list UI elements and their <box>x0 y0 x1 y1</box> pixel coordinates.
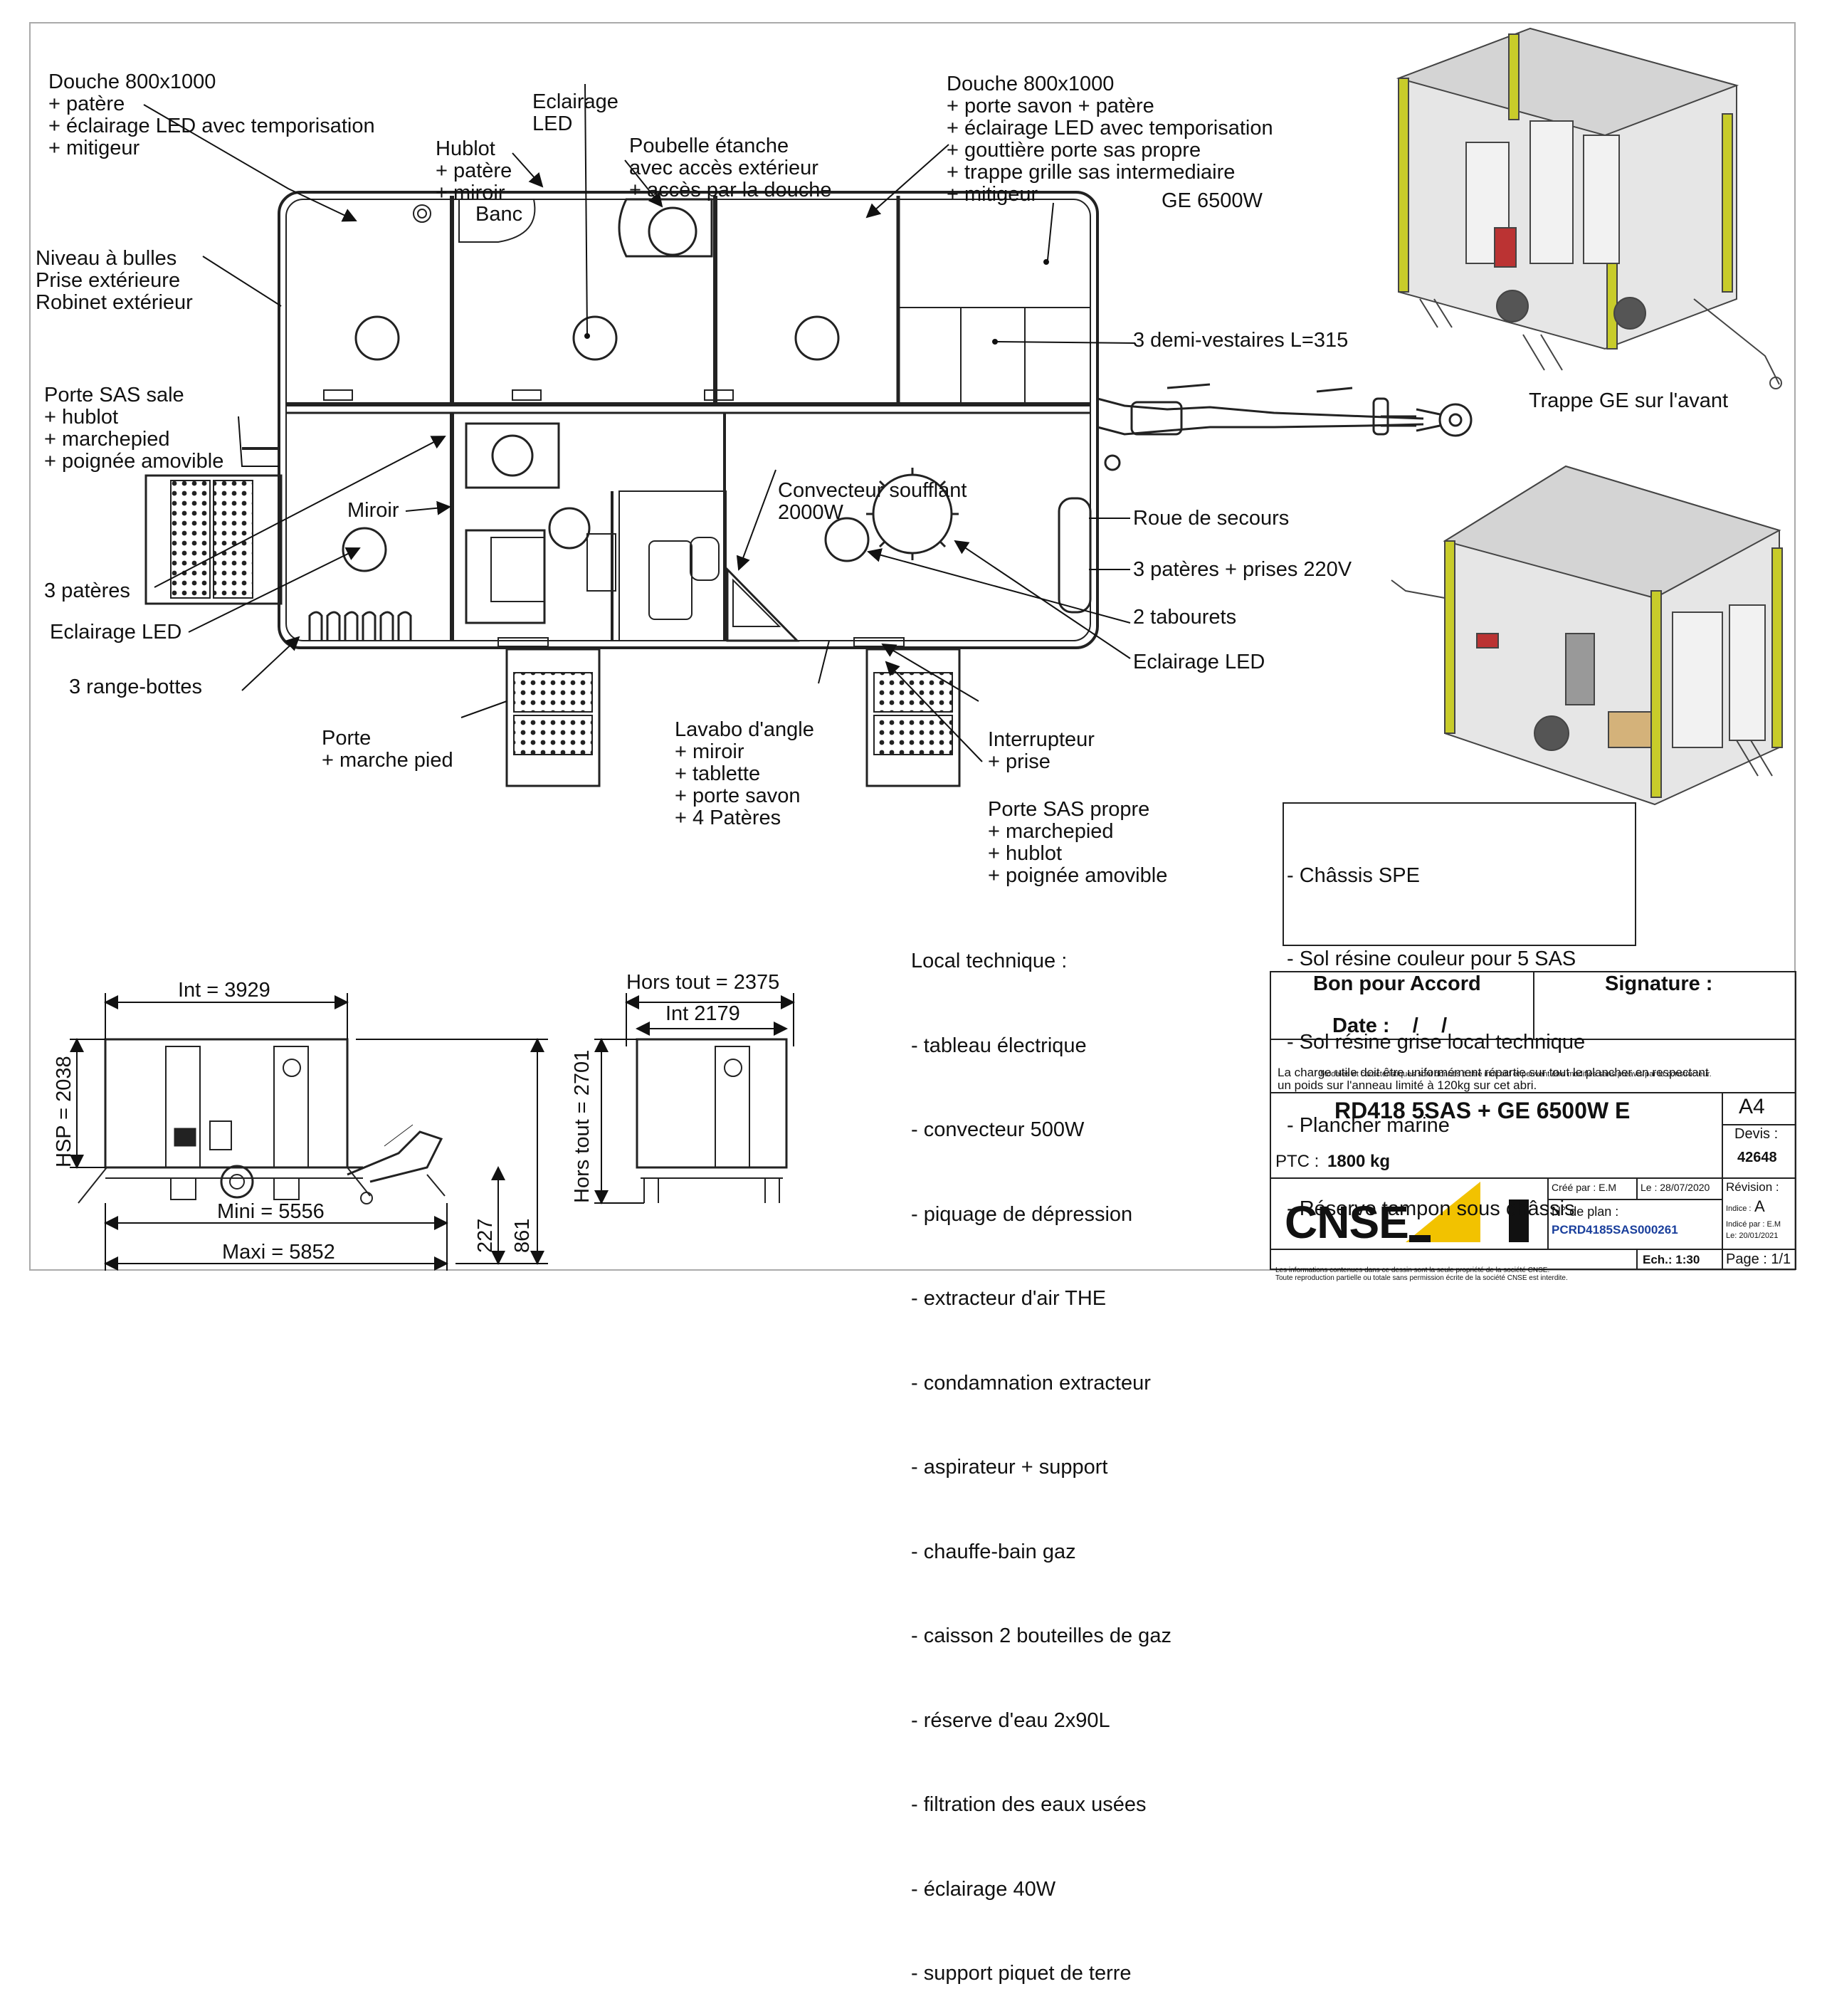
local-item: - chauffe-bain gaz <box>911 1540 1076 1563</box>
label-porte-sas-propre: Porte SAS propre+ marchepied+ hublot+ po… <box>988 798 1168 887</box>
label-lavabo: Lavabo d'angle+ miroir+ tablette+ porte … <box>675 718 814 829</box>
label-3-pateres: 3 patères <box>44 579 130 602</box>
ptc-value: 1800 kg <box>1327 1152 1391 1171</box>
floor-plan <box>278 191 1099 649</box>
local-item: - éclairage 40W <box>911 1877 1056 1901</box>
devis-number: 42648 <box>1737 1150 1777 1165</box>
label-eclairage-right: Eclairage LED <box>1133 651 1265 673</box>
label-tabourets: 2 tabourets <box>1133 606 1237 629</box>
drawbar <box>1097 383 1473 471</box>
plan-number: PCRD4185SAS000261 <box>1552 1223 1678 1237</box>
dim-hors-tout-h: Hors tout = 2701 <box>571 1049 594 1203</box>
dim-861: 861 <box>511 1218 534 1253</box>
label-pateres-prises: 3 patères + prises 220V <box>1133 558 1352 581</box>
local-item: - condamnation extracteur <box>911 1371 1151 1395</box>
trailer-outline <box>278 191 1099 649</box>
dim-227: 227 <box>474 1218 497 1253</box>
model-title: RD418 5SAS + GE 6500W E <box>1334 1098 1631 1123</box>
indice-date: Le: 20/01/2021 <box>1726 1232 1779 1240</box>
local-item: - piquage de dépression <box>911 1202 1133 1226</box>
charge-note: La charge utile doit être uniformément r… <box>1278 1066 1709 1092</box>
title-block <box>1270 971 1796 1270</box>
option-item: - Sol résine couleur pour 5 SAS <box>1287 947 1576 970</box>
date-field: Date : / / <box>1332 1014 1448 1037</box>
label-porte-sas-sale: Porte SAS sale+ hublot+ marchepied+ poig… <box>44 384 224 473</box>
page-number: Page : 1/1 <box>1726 1251 1791 1267</box>
label-interrupteur: Interrupteur+ prise <box>988 728 1095 773</box>
label-douche-right: Douche 800x1000+ porte savon + patère+ é… <box>947 73 1273 206</box>
format: A4 <box>1739 1095 1765 1118</box>
cnse-logo: CNSE <box>1285 1197 1409 1248</box>
step-bottom-1 <box>505 648 601 787</box>
option-item: - Châssis SPE <box>1287 864 1420 887</box>
side-dimensions <box>70 993 548 1271</box>
option-item: - Réserve tampon sous châssis <box>1287 1197 1575 1220</box>
modeles-note: Modèles et caractéristiques sont donnés … <box>1320 1070 1712 1078</box>
options-box <box>1283 802 1636 946</box>
front-dimensions <box>594 993 795 1204</box>
signature-field: Signature : <box>1605 972 1713 995</box>
label-banc: Banc <box>475 203 523 226</box>
label-vestiaires: 3 demi-vestaires L=315 <box>1133 329 1349 352</box>
front-elevation <box>636 1038 788 1203</box>
local-item: - tableau électrique <box>911 1034 1087 1057</box>
leader-lines <box>143 83 1136 762</box>
revision-label: Révision : <box>1726 1180 1779 1194</box>
dim-hors-tout: Hors tout = 2375 <box>626 971 780 994</box>
local-item: - réserve d'eau 2x90L <box>911 1708 1110 1732</box>
dim-int: Int = 3929 <box>178 979 270 1002</box>
created-date: Le : 28/07/2020 <box>1641 1182 1710 1193</box>
iso-view-top <box>1396 27 1782 389</box>
local-technique-list: Local technique : - tableau électrique -… <box>911 891 1171 2016</box>
dim-hsp: HSP = 2038 <box>53 1056 75 1167</box>
indice-value: A <box>1754 1197 1765 1215</box>
local-item: - support piquet de terre <box>911 1962 1132 1985</box>
cnse-logo-mark <box>1406 1182 1529 1242</box>
dim-int2: Int 2179 <box>665 1002 740 1025</box>
dim-mini: Mini = 5556 <box>217 1200 325 1223</box>
info-note: Les informations contenues dans ce dessi… <box>1275 1266 1568 1282</box>
label-douche-left: Douche 800x1000+ patère+ éclairage LED a… <box>48 70 375 159</box>
local-item: - aspirateur + support <box>911 1456 1108 1479</box>
dim-maxi: Maxi = 5852 <box>222 1241 335 1264</box>
label-miroir: Miroir <box>347 499 399 522</box>
step-bottom-2 <box>865 648 961 787</box>
local-technique-title: Local technique : <box>911 950 1068 972</box>
options-list: - Châssis SPE - Sol résine couleur pour … <box>1287 807 1585 1251</box>
plan-number-label: N° de plan : <box>1552 1204 1619 1219</box>
label-ge: GE 6500W <box>1162 189 1263 212</box>
label-trappe-ge: Trappe GE sur l'avant <box>1529 389 1729 412</box>
drawing-sheet: Douche 800x1000+ patère+ éclairage LED a… <box>29 22 1796 1985</box>
ptc-label: PTC : <box>1275 1152 1320 1171</box>
local-item: - filtration des eaux usées <box>911 1793 1147 1816</box>
indice-label: Indice : <box>1726 1204 1754 1213</box>
option-item: - Sol résine grise local technique <box>1287 1031 1586 1054</box>
local-item: - convecteur 500W <box>911 1118 1085 1141</box>
plan-drawing <box>29 22 1796 1271</box>
label-roue: Roue de secours <box>1133 507 1290 530</box>
local-item: - caisson 2 bouteilles de gaz <box>911 1624 1171 1647</box>
cree-par: Créé par : E.M <box>1552 1182 1617 1193</box>
label-hublot: Hublot+ patère+ miroir <box>436 137 512 204</box>
sheet-border <box>29 22 1796 1271</box>
label-porte: Porte+ marche pied <box>322 727 453 772</box>
indice-par: Indicé par : E.M <box>1726 1220 1781 1229</box>
option-item: - Plancher marine <box>1287 1114 1450 1137</box>
echelle: Ech.: 1:30 <box>1643 1253 1700 1266</box>
side-elevation <box>78 1038 446 1204</box>
bon-pour-accord: Bon pour Accord <box>1313 972 1481 995</box>
label-range-bottes: 3 range-bottes <box>69 676 203 698</box>
iso-view-bottom <box>1391 465 1783 806</box>
devis-label: Devis : <box>1734 1126 1779 1142</box>
label-eclairage-left: Eclairage LED <box>50 621 182 644</box>
